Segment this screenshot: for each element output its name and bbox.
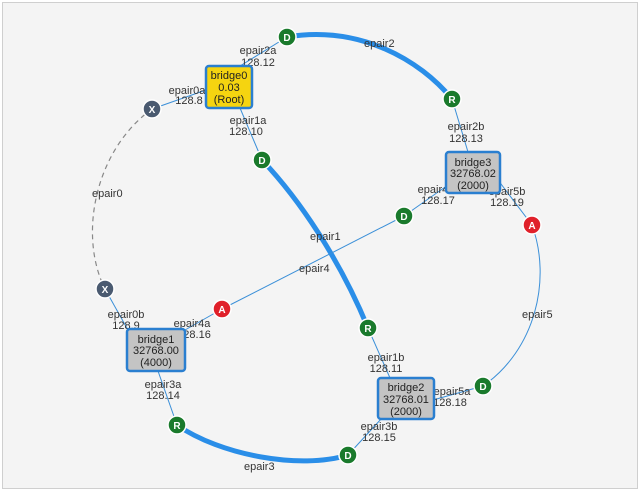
- port-role-epair2b: R: [448, 95, 456, 106]
- port-marker-epair1b[interactable]: R: [358, 318, 378, 338]
- link-epair2: [286, 32, 454, 101]
- port-label-epair3a: epair3a: [145, 379, 183, 391]
- port-label-epair3b: epair3b: [361, 421, 398, 433]
- port-marker-epair2b[interactable]: R: [442, 89, 462, 109]
- port-marker-epair2a[interactable]: D: [277, 27, 297, 47]
- port-label-epair0a: epair0a: [169, 85, 207, 97]
- port-marker-epair1a[interactable]: D: [252, 150, 272, 170]
- port-circle-epair1b: [358, 318, 378, 338]
- port-circle-epair3a: [167, 415, 187, 435]
- port-label-epair1a: epair1a: [230, 115, 268, 127]
- port-role-epair5a: D: [479, 382, 486, 393]
- bridge-name-bridge3: bridge3: [455, 157, 492, 169]
- port-role-epair2a: D: [283, 33, 290, 44]
- link-epair1: [260, 158, 371, 329]
- port-role-epair4a: A: [218, 305, 225, 316]
- port-circle-epair0b: [95, 279, 115, 299]
- link-epair4: [221, 215, 405, 310]
- link-epair3: [175, 422, 349, 464]
- port-label-epair5a: epair5a: [434, 386, 472, 398]
- bridge-name-bridge1: bridge1: [138, 334, 175, 346]
- port-circle-epair5a: [473, 376, 493, 396]
- port-circle-epair2a: [277, 27, 297, 47]
- port-marker-epair5b[interactable]: A: [522, 215, 542, 235]
- bridge-id-bridge2: 32768.01: [383, 394, 429, 406]
- port-role-epair4b: D: [400, 212, 407, 223]
- port-prio-epair3b: 128.15: [362, 432, 396, 444]
- port-circle-epair4a: [212, 299, 232, 319]
- bridge-name-bridge2: bridge2: [388, 382, 425, 394]
- port-circle-epair5b: [522, 215, 542, 235]
- bridge-cost-bridge1: (4000): [140, 357, 172, 369]
- bridge-box-bridge2: [376, 376, 436, 421]
- bridge-cost-bridge0: (Root): [214, 94, 245, 106]
- port-label-epair4a: epair4a: [174, 318, 212, 330]
- port-circle-epair1a: [252, 150, 272, 170]
- port-circle-epair0a: [142, 99, 162, 119]
- port-label-epair1b: epair1b: [368, 352, 405, 364]
- link-epair5: [482, 224, 541, 387]
- port-label-epair2a: epair2a: [240, 45, 278, 57]
- port-prio-epair5a: 128.18: [433, 397, 467, 409]
- bridge-cost-bridge3: (2000): [457, 180, 489, 192]
- port-prio-epair0a: 128.8: [175, 95, 203, 107]
- bridge-node-bridge3[interactable]: bridge3 32768.02 (2000): [444, 150, 502, 195]
- port-marker-epair3a[interactable]: R: [167, 415, 187, 435]
- port-prio-epair5b: 128.19: [490, 197, 524, 209]
- bridge-node-bridge2[interactable]: bridge2 32768.01 (2000): [376, 376, 436, 421]
- port-role-epair3a: R: [173, 421, 181, 432]
- port-prio-epair2b: 128.13: [449, 133, 483, 145]
- link-label-epair0: epair0: [92, 188, 123, 200]
- bridge-node-bridge0[interactable]: bridge0 0.03 (Root): [204, 64, 254, 110]
- link-label-epair3: epair3: [244, 461, 275, 473]
- bridge-cost-bridge2: (2000): [390, 406, 422, 418]
- port-marker-epair0b[interactable]: X: [95, 279, 115, 299]
- port-role-epair1a: D: [258, 156, 265, 167]
- bridge-box-bridge3: [444, 150, 502, 195]
- port-role-epair0a: X: [149, 105, 156, 116]
- link-epair0: [91, 108, 153, 290]
- port-label-epair0b: epair0b: [108, 309, 145, 321]
- port-marker-epair5a[interactable]: D: [473, 376, 493, 396]
- bridge-name-bridge0: bridge0: [211, 70, 248, 82]
- link-label-epair5: epair5: [522, 309, 553, 321]
- link-label-epair4: epair4: [299, 263, 330, 275]
- port-marker-epair4b[interactable]: D: [394, 206, 414, 226]
- link-label-epair1: epair1: [310, 231, 341, 243]
- bridge-id-bridge1: 32768.00: [133, 345, 179, 357]
- port-circle-epair2b: [442, 89, 462, 109]
- bridge-id-bridge3: 32768.02: [450, 168, 496, 180]
- port-prio-epair4b: 128.17: [421, 195, 455, 207]
- port-marker-epair3b[interactable]: D: [338, 445, 358, 465]
- port-label-epair2b: epair2b: [448, 121, 485, 133]
- port-prio-epair3a: 128.14: [146, 390, 180, 402]
- link-label-epair2: epair2: [364, 38, 395, 50]
- port-role-epair1b: R: [364, 324, 372, 335]
- port-role-epair3b: D: [344, 451, 351, 462]
- port-circle-epair4b: [394, 206, 414, 226]
- port-marker-epair4a[interactable]: A: [212, 299, 232, 319]
- bridge-box-bridge1: [125, 327, 187, 373]
- port-marker-epair0a[interactable]: X: [142, 99, 162, 119]
- bridge-node-bridge1[interactable]: bridge1 32768.00 (4000): [125, 327, 187, 373]
- bridge-box-bridge0: [204, 64, 254, 110]
- port-role-epair5b: A: [528, 221, 535, 232]
- port-circle-epair3b: [338, 445, 358, 465]
- bridge-id-bridge0: 0.03: [218, 82, 239, 94]
- port-role-epair0b: X: [102, 285, 109, 296]
- port-prio-epair1a: 128.10: [229, 126, 263, 138]
- port-prio-epair1b: 128.11: [370, 363, 403, 375]
